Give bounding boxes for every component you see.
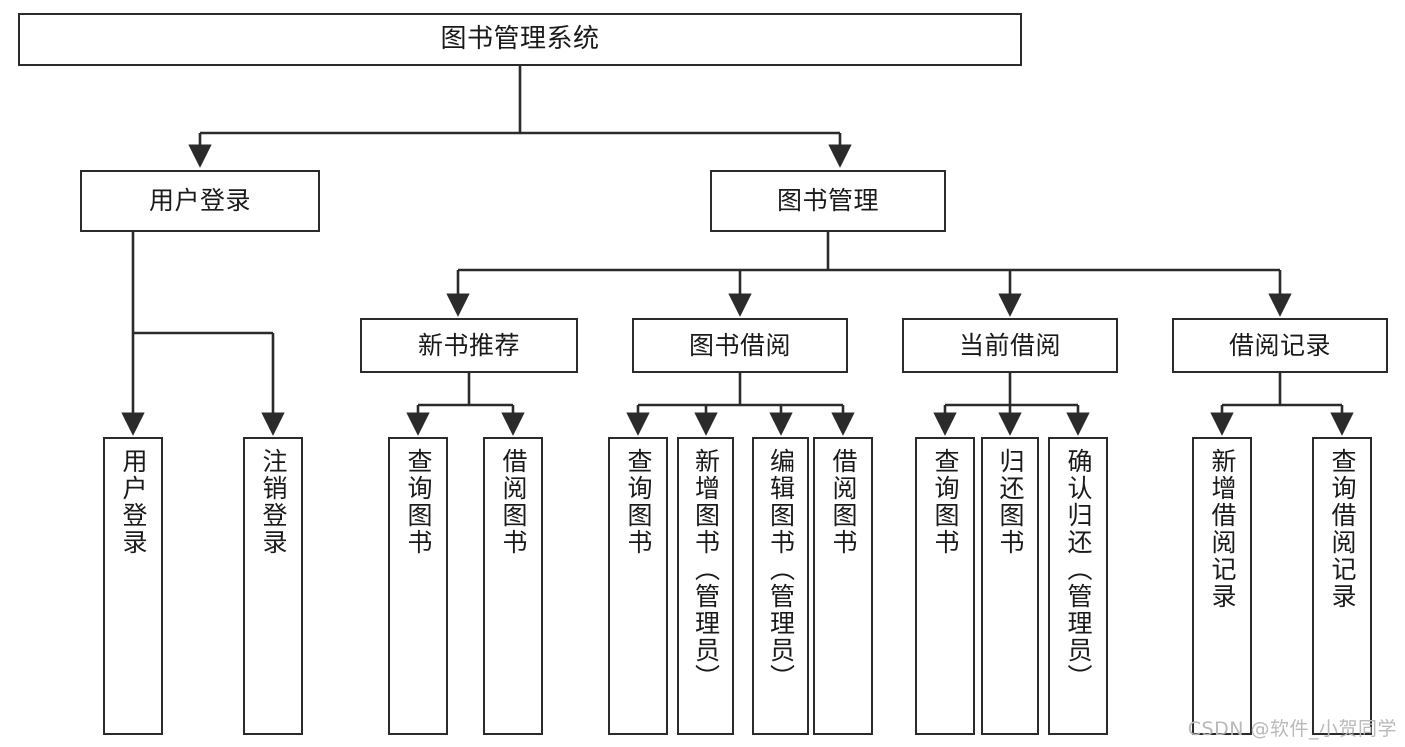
node-leaf-query-book-1-label: 查询图书 [404, 448, 433, 556]
node-leaf-add-book-label: 新增图书（管理员） [691, 448, 721, 691]
node-leaf-query-record-label: 查询借阅记录 [1328, 448, 1357, 610]
node-book-manage[interactable]: 图书管理 [710, 170, 946, 232]
node-leaf-add-book[interactable]: 新增图书（管理员） [677, 437, 734, 735]
watermark: CSDN @软件_小贺同学 [1187, 718, 1397, 740]
node-leaf-return-book-label: 归还图书 [996, 448, 1025, 556]
node-leaf-query-record[interactable]: 查询借阅记录 [1312, 437, 1372, 735]
node-new-book-recommend-label: 新书推荐 [417, 330, 520, 360]
node-leaf-query-book-2[interactable]: 查询图书 [608, 437, 668, 735]
node-leaf-query-book-3[interactable]: 查询图书 [915, 437, 975, 735]
node-leaf-logout-login[interactable]: 注销登录 [243, 437, 303, 735]
node-leaf-query-book-2-label: 查询图书 [624, 448, 653, 556]
node-leaf-edit-book-label: 编辑图书（管理员） [766, 448, 796, 691]
node-book-manage-label: 图书管理 [776, 186, 879, 216]
node-leaf-confirm-return-label: 确认归还（管理员） [1064, 448, 1093, 691]
node-current-borrow[interactable]: 当前借阅 [902, 318, 1118, 373]
node-leaf-borrow-book-2-label: 借阅图书 [829, 448, 858, 556]
node-leaf-borrow-book-1[interactable]: 借阅图书 [483, 437, 543, 735]
node-leaf-query-book-1[interactable]: 查询图书 [388, 437, 448, 735]
node-leaf-add-record-label: 新增借阅记录 [1208, 448, 1237, 610]
node-leaf-user-login[interactable]: 用户登录 [103, 437, 163, 735]
node-leaf-borrow-book-1-label: 借阅图书 [499, 448, 528, 556]
node-root[interactable]: 图书管理系统 [18, 13, 1022, 66]
node-leaf-return-book[interactable]: 归还图书 [981, 437, 1039, 735]
node-user-login-label: 用户登录 [148, 186, 251, 216]
node-current-borrow-label: 当前借阅 [958, 330, 1061, 360]
node-leaf-user-login-label: 用户登录 [119, 448, 148, 556]
node-leaf-logout-login-label: 注销登录 [259, 448, 288, 556]
node-leaf-edit-book[interactable]: 编辑图书（管理员） [752, 437, 809, 735]
node-leaf-borrow-book-2[interactable]: 借阅图书 [813, 437, 873, 735]
node-new-book-recommend[interactable]: 新书推荐 [360, 318, 578, 373]
node-user-login[interactable]: 用户登录 [80, 170, 320, 232]
node-root-label: 图书管理系统 [440, 24, 600, 55]
node-leaf-add-record[interactable]: 新增借阅记录 [1192, 437, 1252, 735]
node-borrow-record[interactable]: 借阅记录 [1172, 318, 1388, 373]
node-leaf-confirm-return[interactable]: 确认归还（管理员） [1048, 437, 1108, 735]
node-book-borrow[interactable]: 图书借阅 [632, 318, 848, 373]
node-leaf-query-book-3-label: 查询图书 [931, 448, 960, 556]
node-borrow-record-label: 借阅记录 [1228, 330, 1331, 360]
node-book-borrow-label: 图书借阅 [688, 330, 791, 360]
